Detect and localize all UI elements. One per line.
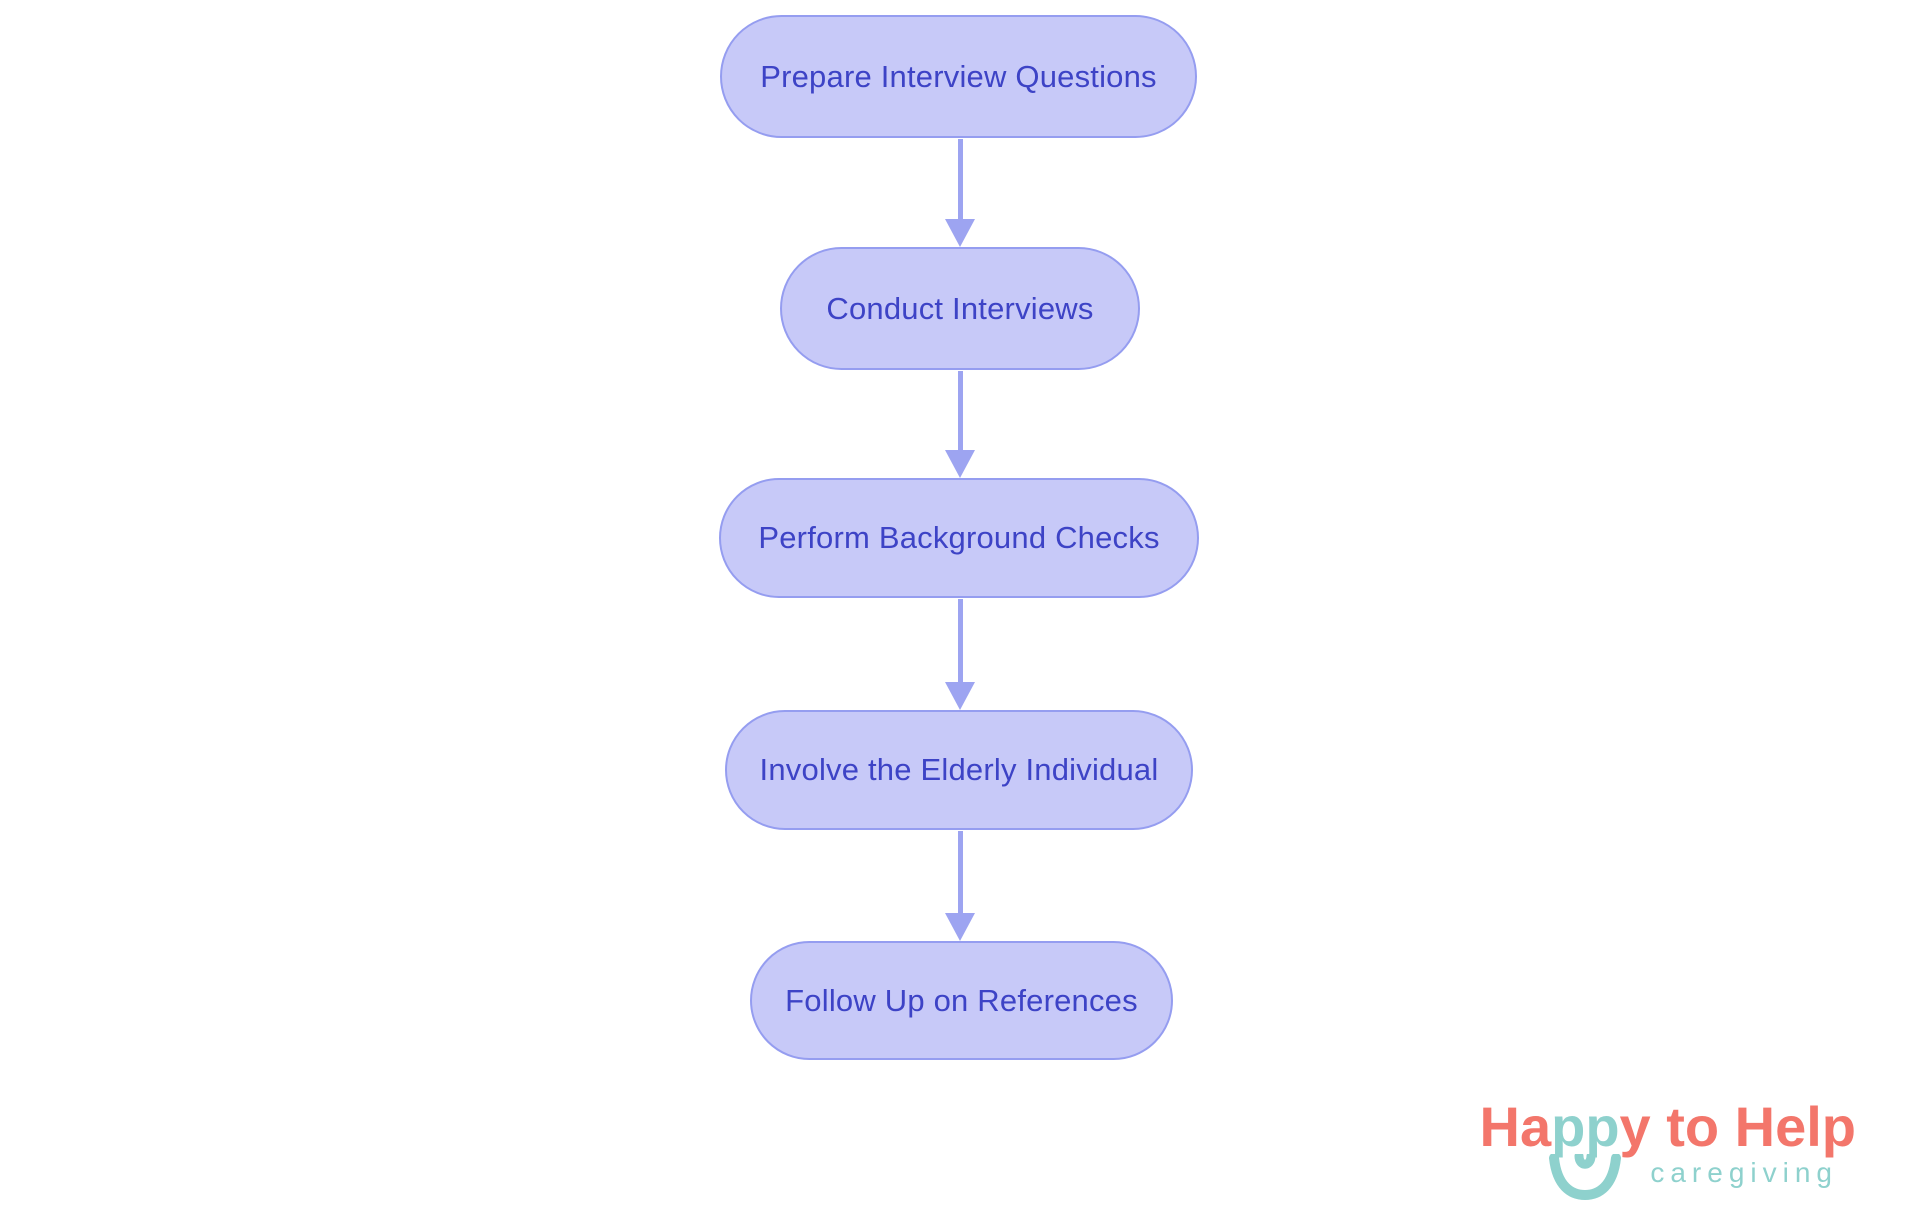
logo-tagline: caregiving [1650,1156,1838,1188]
flow-arrow-4 [945,831,975,941]
logo-wordmark: Happ y to Help [1479,1095,1856,1200]
flow-node-perform-background-checks: Perform Background Checks [719,478,1199,598]
arrow-head-icon [945,219,975,247]
arrow-line [957,139,963,219]
flow-node-involve-the-elderly-individual: Involve the Elderly Individual [725,710,1193,830]
flow-node-follow-up-on-references: Follow Up on References [750,941,1173,1060]
arrow-line [957,371,963,450]
arrow-head-icon [945,450,975,478]
logo-text-ha: Ha [1479,1095,1552,1158]
flow-arrow-2 [945,371,975,478]
arrow-line [957,831,963,913]
flow-arrow-3 [945,599,975,710]
flow-node-conduct-interviews: Conduct Interviews [780,247,1140,370]
arrow-line [957,599,963,682]
smiley-mouth-icon [1549,1154,1622,1200]
logo-text-pp-with-smile: pp [1549,1095,1622,1200]
happy-to-help-logo: Happ y to Help caregiving [1479,1095,1856,1200]
flow-arrow-1 [945,139,975,247]
arrow-head-icon [945,913,975,941]
logo-text-pp: pp [1551,1095,1620,1158]
flow-node-prepare-interview-questions: Prepare Interview Questions [720,15,1197,138]
arrow-head-icon [945,682,975,710]
logo-text-y-to-help: y to Help [1619,1095,1856,1158]
